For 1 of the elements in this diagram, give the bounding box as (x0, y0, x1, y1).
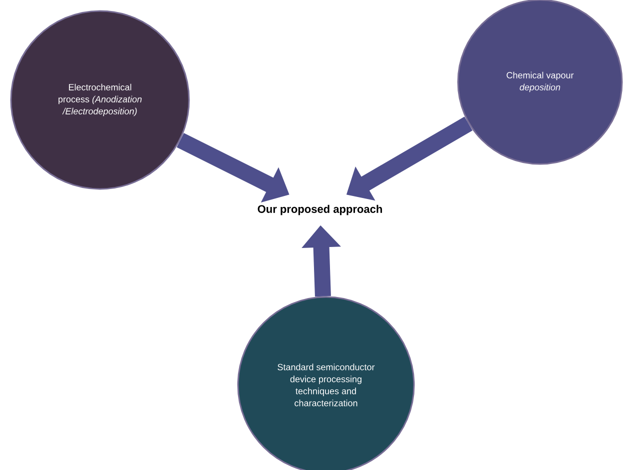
approach-label: Our proposed approach (258, 204, 382, 216)
